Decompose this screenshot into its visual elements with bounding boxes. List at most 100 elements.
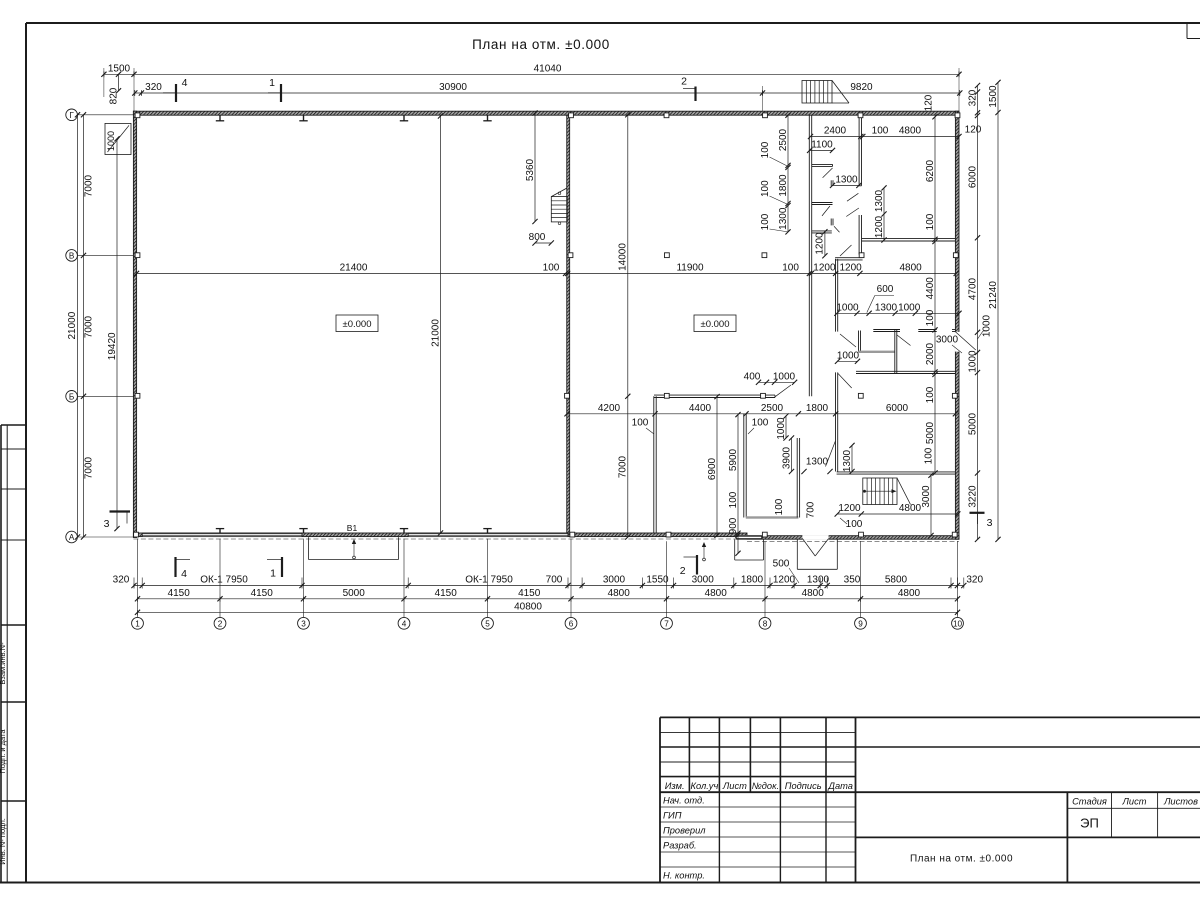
svg-text:1300: 1300 <box>778 207 789 230</box>
svg-text:1200: 1200 <box>838 503 861 514</box>
svg-text:400: 400 <box>744 371 761 382</box>
svg-text:1550: 1550 <box>646 575 669 586</box>
svg-text:3900: 3900 <box>781 446 792 469</box>
svg-text:5360: 5360 <box>525 158 536 181</box>
svg-text:1200: 1200 <box>773 575 796 586</box>
svg-text:Проверил: Проверил <box>663 825 706 835</box>
svg-text:19420: 19420 <box>107 332 118 360</box>
svg-text:2: 2 <box>218 620 223 629</box>
svg-text:3000: 3000 <box>921 485 932 508</box>
svg-text:1200: 1200 <box>813 262 836 273</box>
svg-text:Изм.: Изм. <box>665 781 685 791</box>
svg-text:±0.000: ±0.000 <box>701 319 730 330</box>
svg-text:2400: 2400 <box>824 126 847 137</box>
svg-text:6: 6 <box>569 620 574 629</box>
svg-text:100: 100 <box>760 141 771 158</box>
svg-text:4: 4 <box>182 77 188 89</box>
svg-text:100: 100 <box>846 519 863 530</box>
svg-text:1100: 1100 <box>811 139 833 150</box>
svg-text:100: 100 <box>632 417 649 428</box>
svg-text:1000: 1000 <box>836 302 859 313</box>
svg-text:320: 320 <box>145 82 162 93</box>
svg-text:4700: 4700 <box>967 277 978 300</box>
svg-text:1: 1 <box>269 77 275 89</box>
svg-text:4150: 4150 <box>168 588 191 599</box>
svg-text:4150: 4150 <box>518 588 541 599</box>
svg-text:1500: 1500 <box>108 63 131 74</box>
svg-text:1500: 1500 <box>988 85 999 108</box>
svg-text:30900: 30900 <box>439 82 467 93</box>
svg-text:5900: 5900 <box>728 448 739 471</box>
svg-text:1000: 1000 <box>967 350 978 373</box>
svg-text:4800: 4800 <box>898 588 921 599</box>
svg-text:Взам.инв.N-: Взам.инв.N- <box>0 642 7 685</box>
svg-text:21000: 21000 <box>430 319 441 347</box>
svg-text:2: 2 <box>681 76 687 88</box>
svg-text:100: 100 <box>543 262 560 273</box>
svg-text:8: 8 <box>763 620 768 629</box>
svg-text:100: 100 <box>925 386 936 403</box>
svg-text:100: 100 <box>782 262 799 273</box>
svg-text:2: 2 <box>680 565 686 577</box>
svg-text:Б: Б <box>69 393 74 402</box>
svg-text:1800: 1800 <box>778 174 789 197</box>
svg-text:120: 120 <box>965 125 982 136</box>
svg-text:1300: 1300 <box>874 189 885 212</box>
svg-text:Подпись: Подпись <box>785 781 822 791</box>
svg-text:21240: 21240 <box>988 281 999 309</box>
svg-text:41040: 41040 <box>534 63 562 74</box>
svg-text:320: 320 <box>113 575 130 586</box>
svg-text:Кол.уч: Кол.уч <box>691 781 719 791</box>
svg-text:4800: 4800 <box>608 588 631 599</box>
svg-text:9820: 9820 <box>850 82 873 93</box>
svg-text:ОК-1 7950: ОК-1 7950 <box>200 575 248 586</box>
svg-text:Лист: Лист <box>722 781 747 791</box>
svg-text:2000: 2000 <box>925 342 936 365</box>
svg-text:1200: 1200 <box>839 262 862 273</box>
svg-text:1000: 1000 <box>776 417 787 440</box>
svg-text:Разраб.: Разраб. <box>663 840 697 850</box>
svg-text:1300: 1300 <box>806 456 829 467</box>
svg-text:100: 100 <box>752 417 769 428</box>
svg-text:5800: 5800 <box>885 575 908 586</box>
svg-text:2500: 2500 <box>778 128 789 151</box>
svg-text:4: 4 <box>402 620 407 629</box>
svg-text:2500: 2500 <box>761 403 784 414</box>
svg-text:3: 3 <box>104 518 110 530</box>
svg-text:100: 100 <box>924 447 935 464</box>
svg-text:11900: 11900 <box>676 262 704 273</box>
svg-text:Листов: Листов <box>1163 797 1198 807</box>
svg-text:1200: 1200 <box>874 215 885 238</box>
svg-text:320: 320 <box>966 575 983 586</box>
svg-text:820: 820 <box>108 87 119 104</box>
svg-text:5: 5 <box>485 620 490 629</box>
svg-text:700: 700 <box>805 501 816 518</box>
svg-text:6900: 6900 <box>707 457 718 480</box>
svg-text:1: 1 <box>270 568 276 580</box>
svg-text:3: 3 <box>987 517 993 529</box>
svg-text:100: 100 <box>925 213 936 230</box>
svg-text:1300: 1300 <box>807 575 830 586</box>
svg-text:100: 100 <box>774 498 785 515</box>
svg-text:3000: 3000 <box>603 575 626 586</box>
svg-text:Стадия: Стадия <box>1072 797 1107 807</box>
svg-text:1: 1 <box>135 620 140 629</box>
svg-text:1000: 1000 <box>106 131 116 151</box>
svg-text:1000: 1000 <box>898 302 921 313</box>
svg-text:ОК-1 7950: ОК-1 7950 <box>465 575 513 586</box>
svg-text:3000: 3000 <box>936 335 959 346</box>
svg-text:3220: 3220 <box>967 485 978 508</box>
svg-text:4150: 4150 <box>251 588 274 599</box>
svg-text:21400: 21400 <box>340 262 368 273</box>
svg-text:40800: 40800 <box>514 601 542 612</box>
svg-text:4800: 4800 <box>899 126 922 137</box>
svg-text:План на отм. ±0.000: План на отм. ±0.000 <box>472 37 610 52</box>
svg-text:7000: 7000 <box>84 174 95 197</box>
svg-text:4150: 4150 <box>435 588 458 599</box>
svg-text:Н. контр.: Н. контр. <box>663 870 705 880</box>
svg-text:Нач. отд.: Нач. отд. <box>663 795 705 805</box>
svg-text:900: 900 <box>728 517 739 534</box>
svg-text:6000: 6000 <box>886 403 909 414</box>
svg-text:4400: 4400 <box>689 403 712 414</box>
svg-text:1000: 1000 <box>773 371 796 382</box>
